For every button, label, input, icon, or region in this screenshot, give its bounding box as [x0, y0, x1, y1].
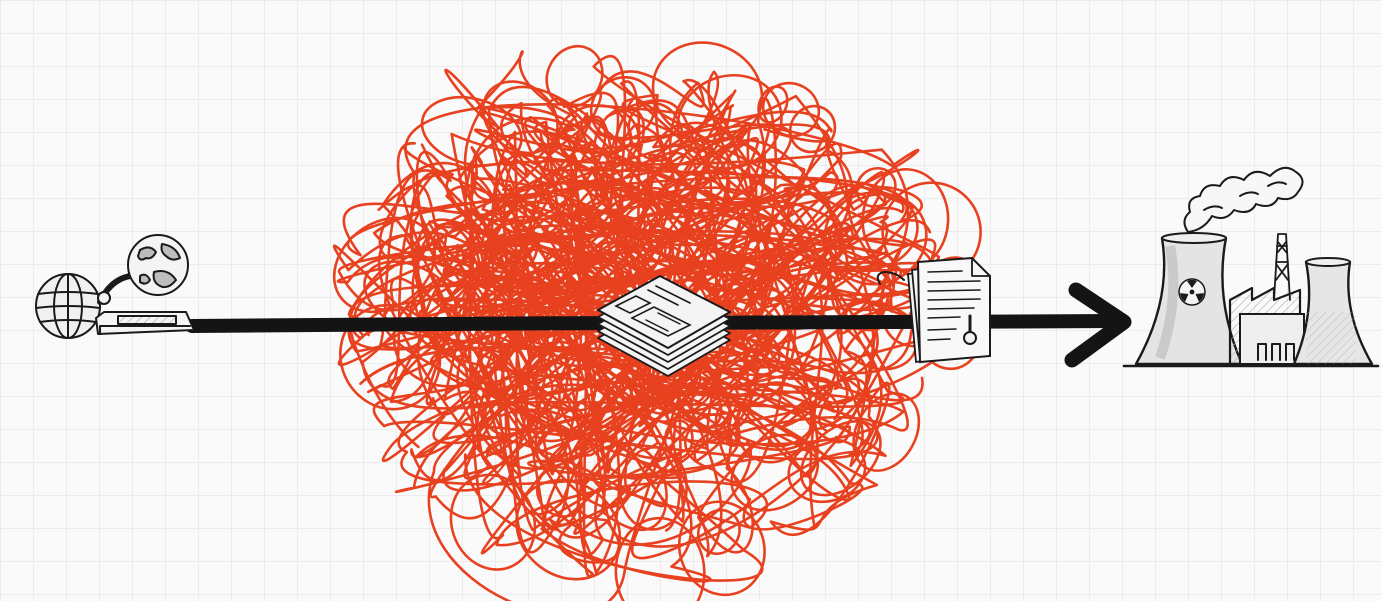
smoke-icon — [1184, 168, 1302, 232]
radiation-symbol-icon — [1179, 279, 1205, 305]
nuclear-power-plant-icon — [1124, 168, 1378, 366]
globe-telephone-icon — [36, 235, 194, 338]
